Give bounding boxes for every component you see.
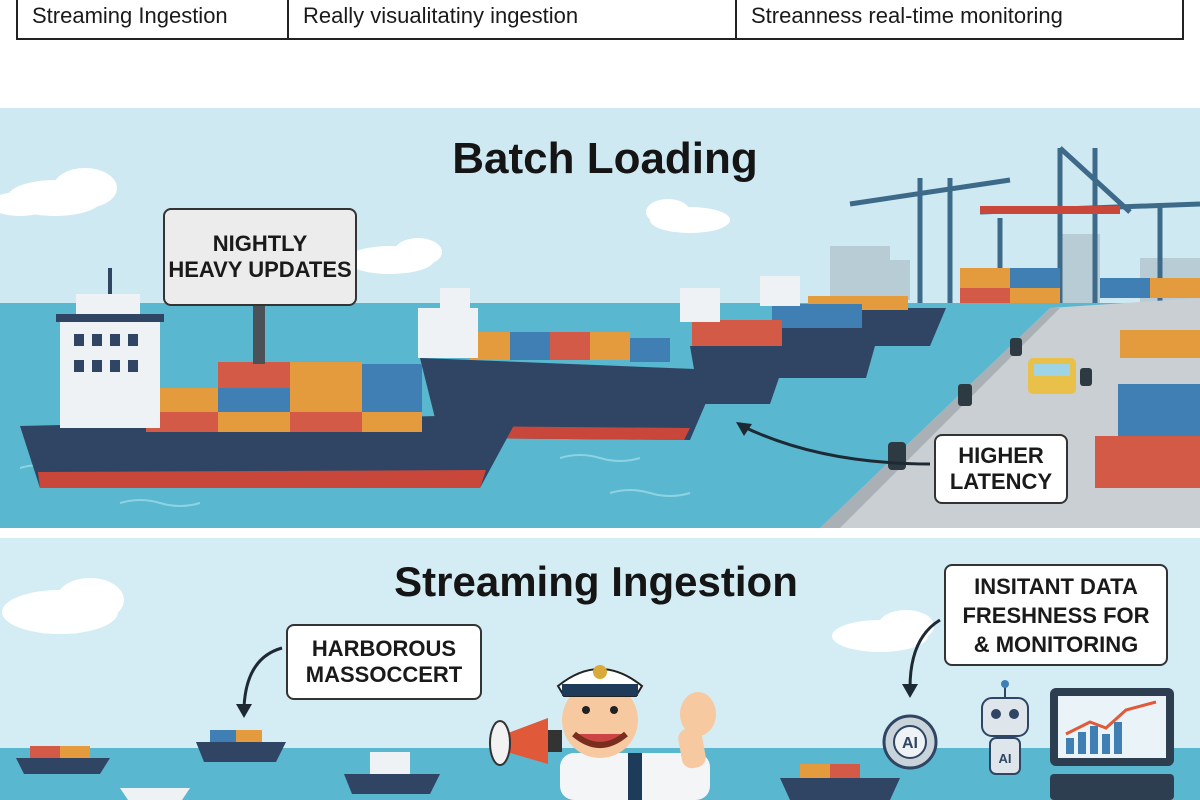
fresh-line-3: & MONITORING	[973, 631, 1139, 657]
cloud-icon	[2, 578, 934, 652]
data-freshness-callout: INSITANT DATA FRESHNESS FOR & MONITORING	[944, 564, 1168, 666]
sign-line-2: HEAVY UPDATES	[168, 257, 352, 282]
top-comparison-table: Streaming Ingestion Really visualitatiny…	[16, 0, 1184, 40]
batch-loading-panel: Batch Loading NIGHTLY HEAVY UPDATES HIGH…	[0, 108, 1200, 528]
latency-line-1: HIGHER	[958, 443, 1044, 468]
harbor-line-1: HARBOROUS	[311, 636, 457, 661]
nightly-updates-sign: NIGHTLY HEAVY UPDATES	[163, 208, 357, 306]
harbor-callout: HARBOROUS MASSOCCERT	[286, 624, 482, 700]
table-cell-1: Streaming Ingestion	[18, 0, 289, 38]
cloud-icon	[0, 168, 730, 274]
fresh-line-1: INSITANT DATA	[974, 573, 1138, 599]
dashboard-monitor-icon	[1050, 688, 1174, 800]
arrow-icon	[908, 618, 941, 689]
arrow-icon	[242, 646, 283, 709]
batch-harbor-illustration	[0, 108, 1200, 528]
arrow-icon	[741, 424, 931, 466]
fresh-line-2: FRESHNESS FOR	[962, 602, 1150, 628]
table-cell-3: Streanness real-time monitoring	[751, 3, 1063, 28]
robot-label: AI	[999, 751, 1012, 766]
higher-latency-callout: HIGHER LATENCY	[934, 434, 1068, 504]
megaphone-icon	[489, 718, 562, 766]
table-cell-2: Really visualitatiny ingestion	[289, 0, 737, 38]
cargo-ship-icon	[20, 268, 520, 488]
harbor-captain-icon	[556, 665, 716, 800]
streaming-ingestion-panel: AI AI Streaming Ingestion HARBOROUS MASS…	[0, 538, 1200, 800]
batch-loading-title: Batch Loading	[452, 134, 758, 183]
robot-icon	[981, 680, 1029, 775]
streaming-harbor-illustration: AI AI	[0, 538, 1200, 800]
sign-line-1: NIGHTLY	[212, 231, 308, 256]
streaming-ingestion-title: Streaming Ingestion	[394, 558, 798, 605]
latency-line-2: LATENCY	[949, 469, 1053, 494]
ai-gear-label: AI	[902, 735, 918, 752]
harbor-line-2: MASSOCCERT	[305, 662, 463, 687]
ai-gear-icon	[882, 714, 938, 770]
